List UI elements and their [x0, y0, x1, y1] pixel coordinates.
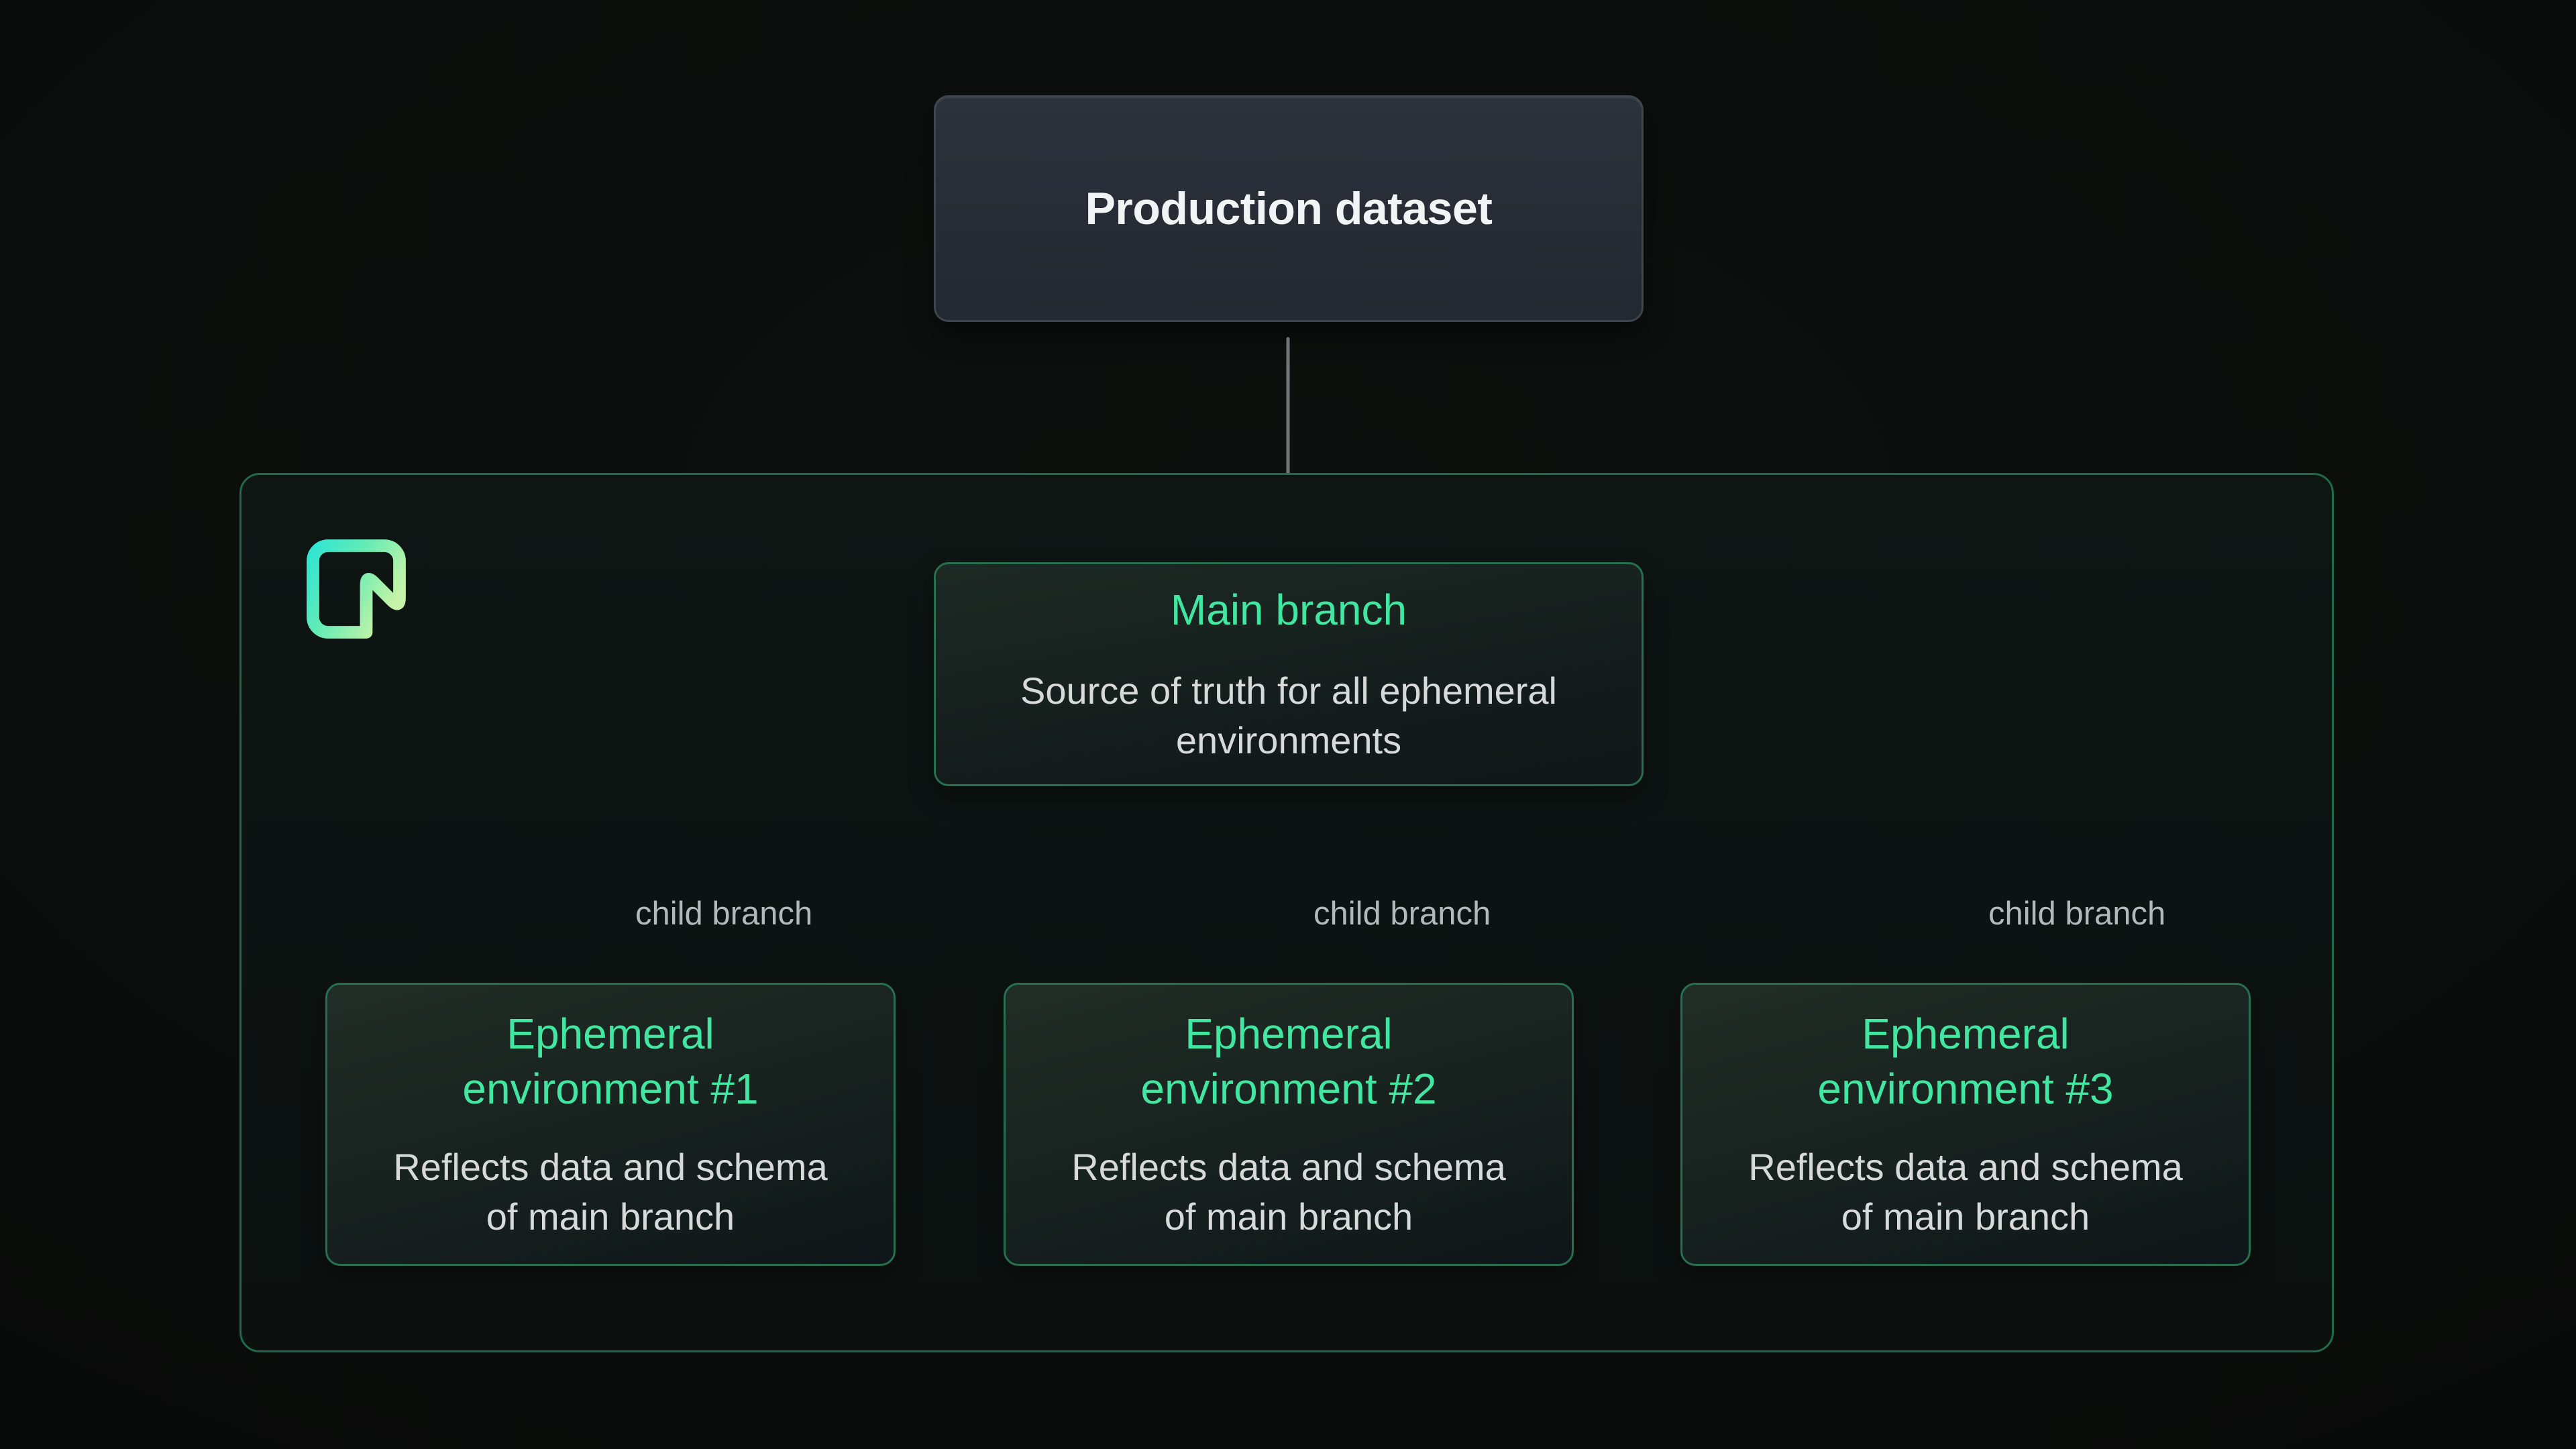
title-line: environment #1	[462, 1065, 759, 1114]
subtitle-line: Reflects data and schema	[1071, 1146, 1506, 1188]
child-branch-label-2: child branch	[1313, 896, 1491, 932]
ephemeral-environment-2-subtitle: Reflects data and schema of main branch	[1071, 1142, 1505, 1242]
subtitle-line: Reflects data and schema	[393, 1146, 828, 1188]
main-branch-subtitle-line: environments	[1175, 718, 1402, 761]
title-line: Ephemeral	[1862, 1010, 2070, 1059]
title-line: Ephemeral	[506, 1010, 714, 1059]
title-line: environment #2	[1140, 1065, 1437, 1114]
ephemeral-environment-1-node: Ephemeral environment #1 Reflects data a…	[325, 983, 896, 1266]
subtitle-line: Reflects data and schema	[1748, 1146, 2183, 1188]
ephemeral-environment-1-title: Ephemeral environment #1	[462, 1007, 758, 1117]
ephemeral-environment-2-node: Ephemeral environment #2 Reflects data a…	[1004, 983, 1574, 1266]
title-line: Ephemeral	[1185, 1010, 1393, 1059]
main-branch-node: Main branch Source of truth for all ephe…	[934, 562, 1644, 786]
ephemeral-environment-3-title: Ephemeral environment #3	[1817, 1007, 2113, 1117]
subtitle-line: of main branch	[486, 1195, 735, 1238]
ephemeral-environment-3-node: Ephemeral environment #3 Reflects data a…	[1680, 983, 2251, 1266]
title-line: environment #3	[1817, 1065, 2114, 1114]
ephemeral-environment-1-subtitle: Reflects data and schema of main branch	[393, 1142, 827, 1242]
subtitle-line: of main branch	[1164, 1195, 1413, 1238]
subtitle-line: of main branch	[1841, 1195, 2090, 1238]
main-branch-title: Main branch	[1170, 586, 1407, 635]
production-dataset-node: Production dataset	[934, 95, 1644, 322]
main-branch-subtitle: Source of truth for all ephemeral enviro…	[1020, 666, 1557, 765]
neon-logo-icon	[307, 539, 406, 639]
ephemeral-environment-3-subtitle: Reflects data and schema of main branch	[1748, 1142, 2182, 1242]
child-branch-label-3: child branch	[1988, 896, 2166, 932]
ephemeral-environment-2-title: Ephemeral environment #2	[1140, 1007, 1436, 1117]
child-branch-label-1: child branch	[635, 896, 813, 932]
production-dataset-title: Production dataset	[1085, 183, 1493, 234]
neon-logo-path	[307, 539, 406, 639]
main-branch-subtitle-line: Source of truth for all ephemeral	[1020, 669, 1557, 712]
